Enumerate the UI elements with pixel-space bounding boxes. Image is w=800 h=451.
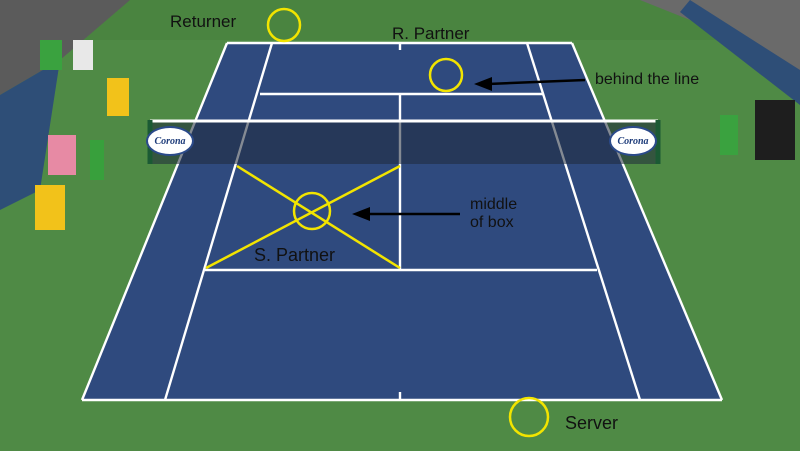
camera-operator [755,100,795,160]
left-wall [0,60,60,210]
returner-label: Returner [170,12,237,31]
ball-kid-right [720,115,738,155]
middle-of-box-line2: of box [470,214,514,232]
ball-kid-left [90,140,104,180]
returner-marker [266,7,302,43]
behind-line-arrow-shaft [487,78,586,86]
sponsor-logo-left: Corona [146,126,194,156]
cooler-left [107,78,129,116]
court-lines [80,41,724,402]
annotation-arrows [352,77,586,221]
left-stands [0,0,130,95]
net-mesh [150,120,658,164]
position-markers [205,7,550,438]
net [147,119,661,164]
left-singles-sideline [163,42,274,401]
right-stands [640,0,800,90]
left-doubles-sideline [80,42,229,401]
box-diagonal-2 [205,164,401,270]
right-singles-sideline [525,42,642,401]
right-doubles-sideline [570,42,724,401]
cooler-pink [48,135,76,175]
arrow-left-icon [474,77,492,91]
receiver-partner-marker [428,57,464,93]
person-left [40,40,62,70]
right-wall [680,0,800,105]
box-diagonal-1 [236,164,401,270]
courtside-people [35,40,795,230]
server-partner-marker [292,191,332,231]
middle-of-box-label: middle of box [470,196,550,233]
arrow-left-icon [352,207,370,221]
cooler-yellow [35,185,65,230]
behind-the-line-label: behind the line [595,71,700,88]
sponsor-logo-right: Corona [609,126,657,156]
server-marker [508,396,550,438]
server-label: Server [565,413,619,433]
person-left-2 [73,40,93,70]
receiver-partner-label: R. Partner [392,24,470,43]
server-partner-label: S. Partner [254,245,336,265]
middle-of-box-line1: middle [470,196,518,213]
